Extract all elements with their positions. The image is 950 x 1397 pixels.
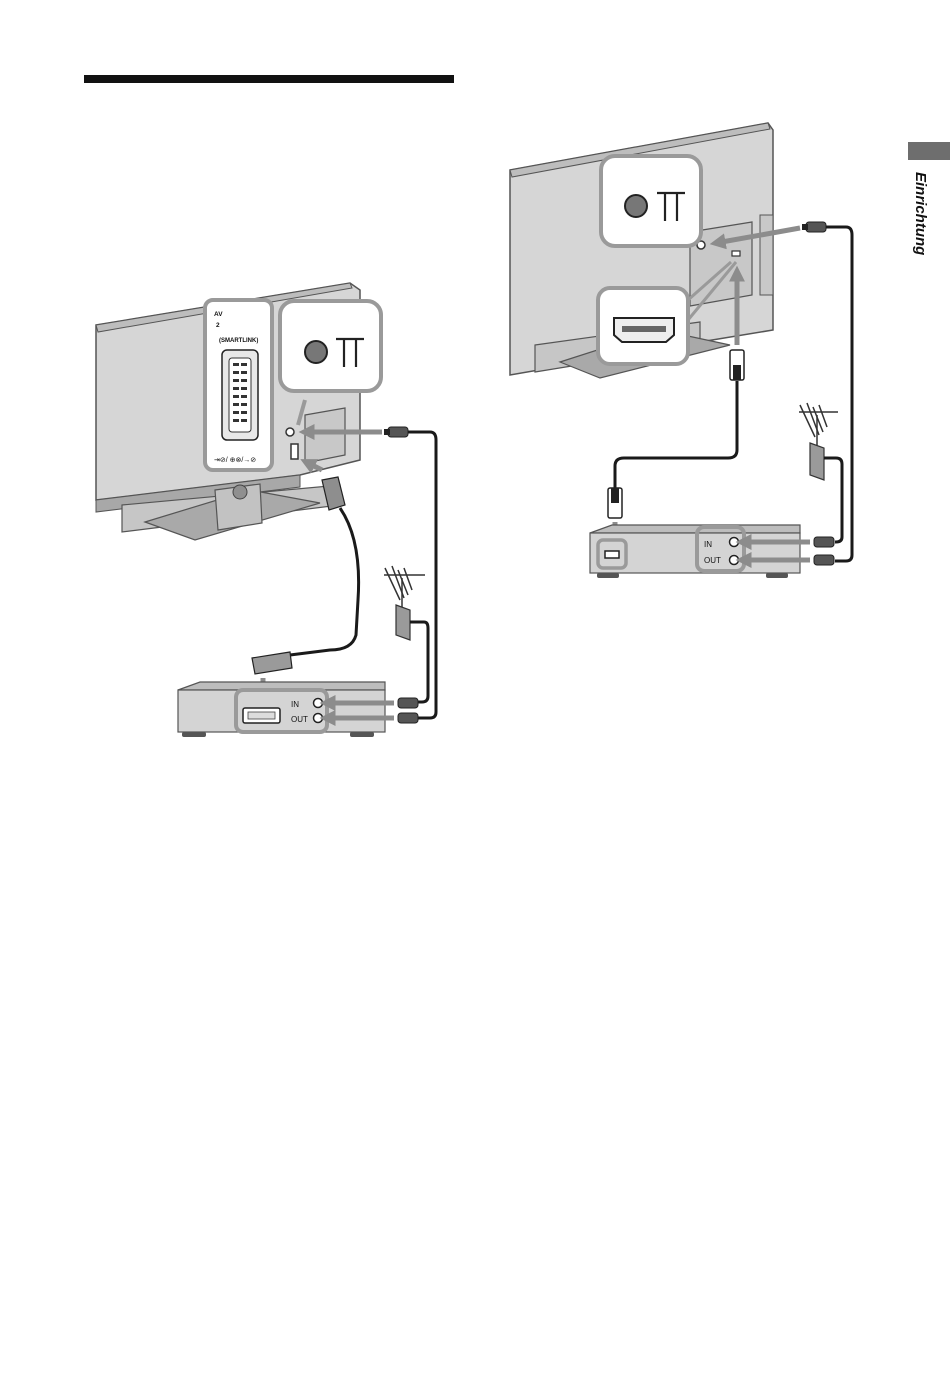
scart-footer-label: ⇥⊘/ ⊕⊗/→⊘ [214, 457, 256, 464]
recorder-out-label-left: OUT [291, 715, 308, 724]
wall-antenna-right [799, 403, 838, 480]
coax-plug-top-left [384, 427, 408, 437]
recorder-in-socket-left [314, 699, 323, 708]
wall-antenna-left [384, 566, 425, 640]
av-number: 2 [216, 322, 220, 329]
recorder-hdmi-socket [605, 551, 619, 558]
right-diagram: IN OUT [510, 123, 852, 578]
aerial-icon [384, 566, 425, 600]
hdmi-plug-recorder [608, 488, 622, 518]
recorder-right: IN OUT [590, 525, 800, 578]
wall-socket-icon-right [810, 443, 824, 480]
recorder-in-socket-right [730, 538, 739, 547]
left-diagram: AV 2 (SMARTLINK) ⇥⊘/ ⊕⊗/→⊘ [96, 283, 436, 737]
coax-plugs-recorder-left [398, 698, 418, 723]
tv-scart-socket-small [291, 444, 298, 459]
hdmi-cable [615, 381, 737, 488]
tv-hdmi-socket-small [732, 251, 740, 256]
coax-cable-wall-right [824, 458, 842, 542]
recorder-left: IN OUT [178, 682, 385, 737]
scart-cable [290, 508, 359, 655]
coax-cable-wall [410, 622, 428, 702]
av-label: AV [214, 311, 223, 318]
recorder-in-label-right: IN [704, 540, 712, 549]
recorder-out-socket-right [730, 556, 739, 565]
hdmi-plug-tv [730, 350, 744, 380]
tv-antenna-socket-left [286, 428, 294, 436]
antenna-callout-right [601, 156, 701, 246]
smartlink-label: (SMARTLINK) [219, 338, 258, 344]
recorder-out-socket-left [314, 714, 323, 723]
coax-cable-tv-right [826, 227, 852, 561]
coax-plug-top-right [802, 222, 826, 232]
wall-socket-icon [396, 605, 410, 640]
coax-plugs-recorder-right [814, 537, 834, 565]
scart-plug-recorder [252, 652, 292, 674]
scart-callout: AV 2 (SMARTLINK) ⇥⊘/ ⊕⊗/→⊘ [205, 300, 272, 470]
recorder-in-label-left: IN [291, 700, 299, 709]
aerial-icon-right [799, 403, 838, 437]
recorder-out-label-right: OUT [704, 556, 721, 565]
